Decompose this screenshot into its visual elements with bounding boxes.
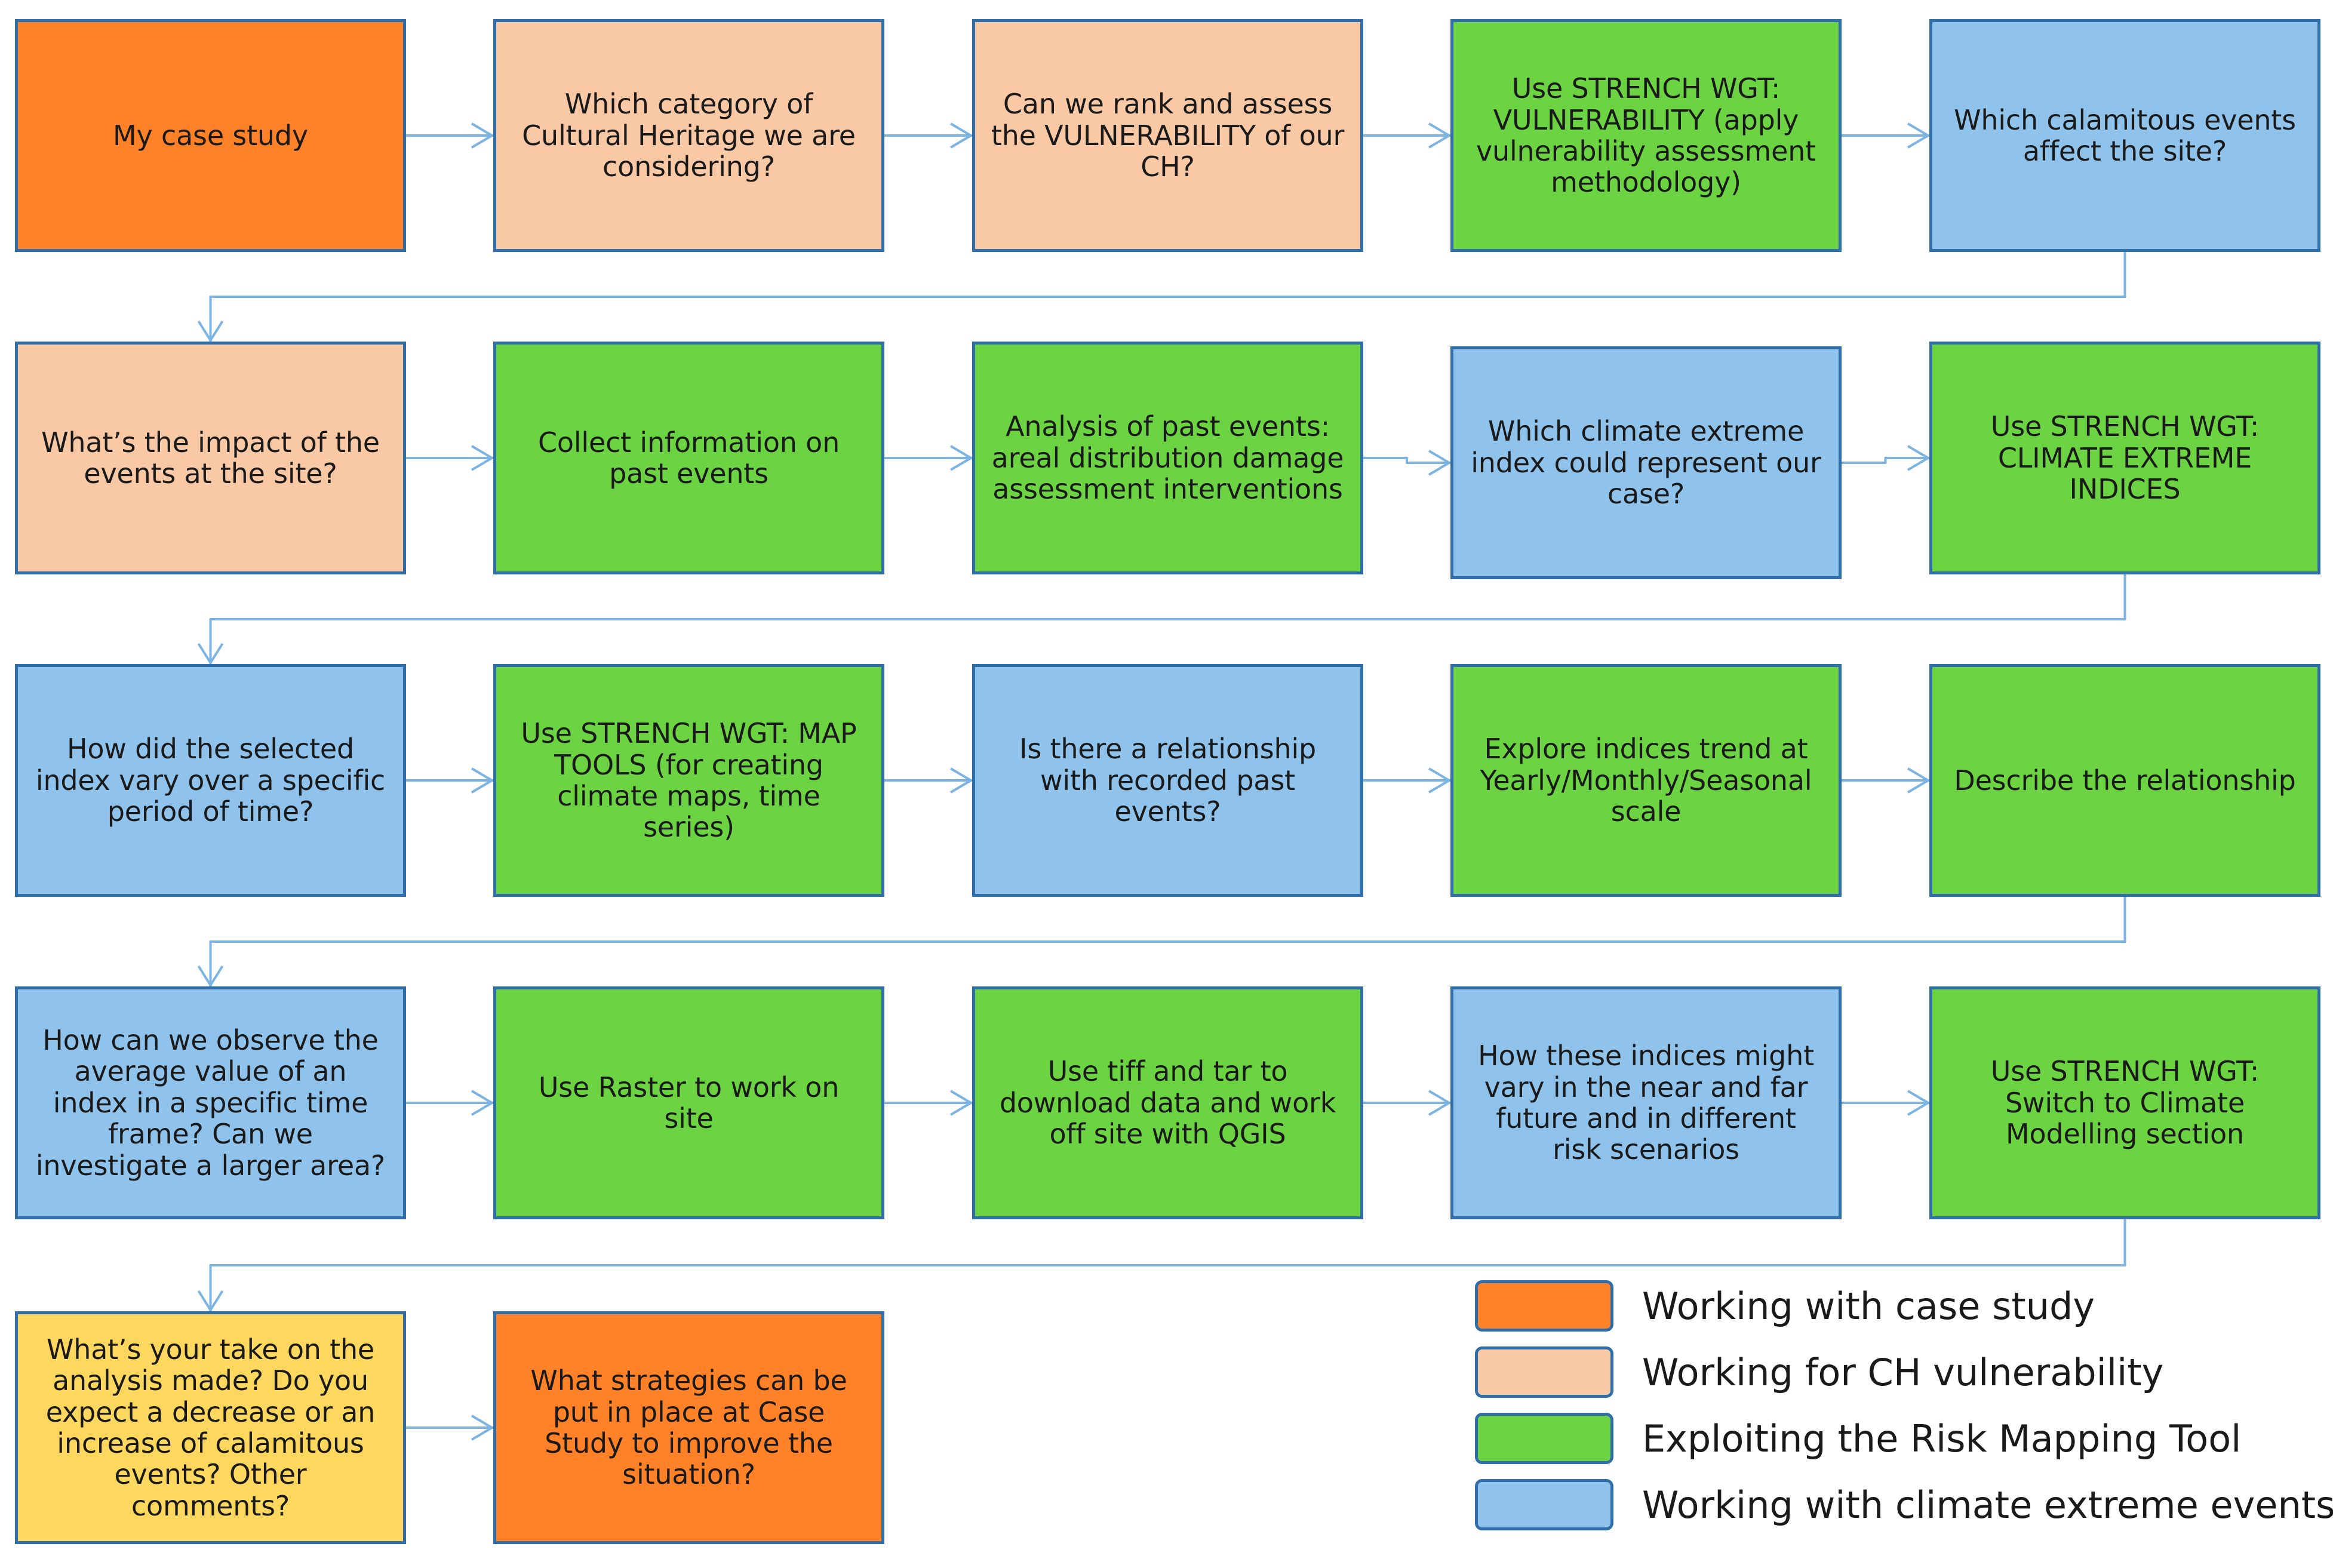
connector-arrow <box>884 1090 972 1116</box>
flow-node-n17: Use Raster to work on site <box>493 986 884 1219</box>
connector-arrow <box>884 767 972 794</box>
connector-arrow <box>1842 1090 1929 1116</box>
connector-arrow <box>884 122 972 149</box>
flow-node-label: Which climate extreme index could repres… <box>1471 415 1821 511</box>
flow-node-n14: Explore indices trend at Yearly/Monthly/… <box>1450 664 1842 897</box>
flow-node-n10: Use STRENCH WGT: CLIMATE EXTREME INDICES <box>1929 342 2320 574</box>
flow-node-n13: Is there a relationship with recorded pa… <box>972 664 1363 897</box>
flow-node-n15: Describe the relationship <box>1929 664 2320 897</box>
flow-node-label: What strategies can be put in place at C… <box>530 1364 847 1491</box>
connector-arrow <box>406 767 493 794</box>
connector-arrow <box>1363 767 1450 794</box>
connector-arrow <box>1363 1090 1450 1116</box>
legend-item: Working for CH vulnerability <box>1475 1345 2163 1400</box>
connector-arrow <box>884 445 972 471</box>
connector-arrow <box>406 445 493 471</box>
flow-node-label: Analysis of past events: areal distribut… <box>991 410 1344 506</box>
flow-node-label: Explore indices trend at Yearly/Monthly/… <box>1480 733 1812 828</box>
flow-node-n21: What’s your take on the analysis made? D… <box>15 1311 406 1544</box>
flow-node-label: Use STRENCH WGT: Switch to Climate Model… <box>1990 1055 2260 1151</box>
legend-item: Working with case study <box>1475 1278 2095 1333</box>
flow-node-label: How these indices might vary in the near… <box>1478 1040 1814 1166</box>
legend-item: Exploiting the Risk Mapping Tool <box>1475 1411 2241 1466</box>
flow-node-label: My case study <box>113 119 308 152</box>
legend-label: Working for CH vulnerability <box>1642 1350 2164 1394</box>
connector-arrow <box>197 897 2126 986</box>
connector-arrow <box>406 1090 493 1116</box>
flow-node-label: Which category of Cultural Heritage we a… <box>522 88 856 183</box>
flow-node-n18: Use tiff and tar to download data and wo… <box>972 986 1363 1219</box>
flow-node-n16: How can we observe the average value of … <box>15 986 406 1219</box>
flow-node-label: What’s your take on the analysis made? D… <box>45 1333 376 1522</box>
flow-node-label: Use STRENCH WGT: VULNERABILITY (apply vu… <box>1476 72 1816 199</box>
flow-node-n9: Which climate extreme index could repres… <box>1450 346 1842 579</box>
connector-arrow <box>406 1415 493 1441</box>
flow-node-label: Describe the relationship <box>1954 764 2296 797</box>
flow-node-label: What’s the impact of the events at the s… <box>41 426 380 490</box>
flow-node-label: Use STRENCH WGT: MAP TOOLS (for creating… <box>521 717 857 844</box>
flow-node-n6: What’s the impact of the events at the s… <box>15 342 406 574</box>
flow-node-n20: Use STRENCH WGT: Switch to Climate Model… <box>1929 986 2320 1219</box>
legend-swatch <box>1475 1479 1613 1530</box>
flow-node-label: Which calamitous events affect the site? <box>1954 103 2296 167</box>
flow-node-n5: Which calamitous events affect the site? <box>1929 19 2320 252</box>
connector-arrow <box>1363 122 1450 149</box>
connector-arrow <box>1842 767 1929 794</box>
connector-arrow <box>406 122 493 149</box>
connector-arrow <box>1842 445 1929 471</box>
flow-node-label: Can we rank and assess the VULNERABILITY… <box>991 88 1345 183</box>
connector-arrow <box>197 574 2126 664</box>
legend-label: Exploiting the Risk Mapping Tool <box>1642 1416 2242 1461</box>
connector-arrow <box>1842 122 1929 149</box>
flow-node-n7: Collect information on past events <box>493 342 884 574</box>
legend-label: Working with case study <box>1642 1284 2095 1328</box>
legend-label: Working with climate extreme events <box>1642 1483 2333 1527</box>
flow-node-n1: My case study <box>15 19 406 252</box>
flow-node-label: Is there a relationship with recorded pa… <box>1019 733 1317 828</box>
flow-node-n11: How did the selected index vary over a s… <box>15 664 406 897</box>
flow-node-n8: Analysis of past events: areal distribut… <box>972 342 1363 574</box>
connector-arrow <box>197 1219 2126 1311</box>
connector-arrow <box>1363 450 1450 476</box>
flow-node-label: Use tiff and tar to download data and wo… <box>999 1055 1336 1151</box>
flow-node-n12: Use STRENCH WGT: MAP TOOLS (for creating… <box>493 664 884 897</box>
legend-swatch <box>1475 1346 1613 1398</box>
flow-node-n19: How these indices might vary in the near… <box>1450 986 1842 1219</box>
flow-node-label: How did the selected index vary over a s… <box>35 733 386 828</box>
flow-node-n2: Which category of Cultural Heritage we a… <box>493 19 884 252</box>
flow-node-n4: Use STRENCH WGT: VULNERABILITY (apply vu… <box>1450 19 1842 252</box>
legend-item: Working with climate extreme events <box>1475 1477 2333 1532</box>
flow-node-label: Use Raster to work on site <box>538 1071 840 1135</box>
flow-node-label: Collect information on past events <box>537 426 840 490</box>
flow-node-n3: Can we rank and assess the VULNERABILITY… <box>972 19 1363 252</box>
legend-swatch <box>1475 1413 1613 1464</box>
flow-node-n22: What strategies can be put in place at C… <box>493 1311 884 1544</box>
flow-node-label: Use STRENCH WGT: CLIMATE EXTREME INDICES <box>1990 410 2260 506</box>
connector-arrow <box>197 252 2126 342</box>
flow-node-label: How can we observe the average value of … <box>35 1023 386 1182</box>
legend-swatch <box>1475 1280 1613 1332</box>
